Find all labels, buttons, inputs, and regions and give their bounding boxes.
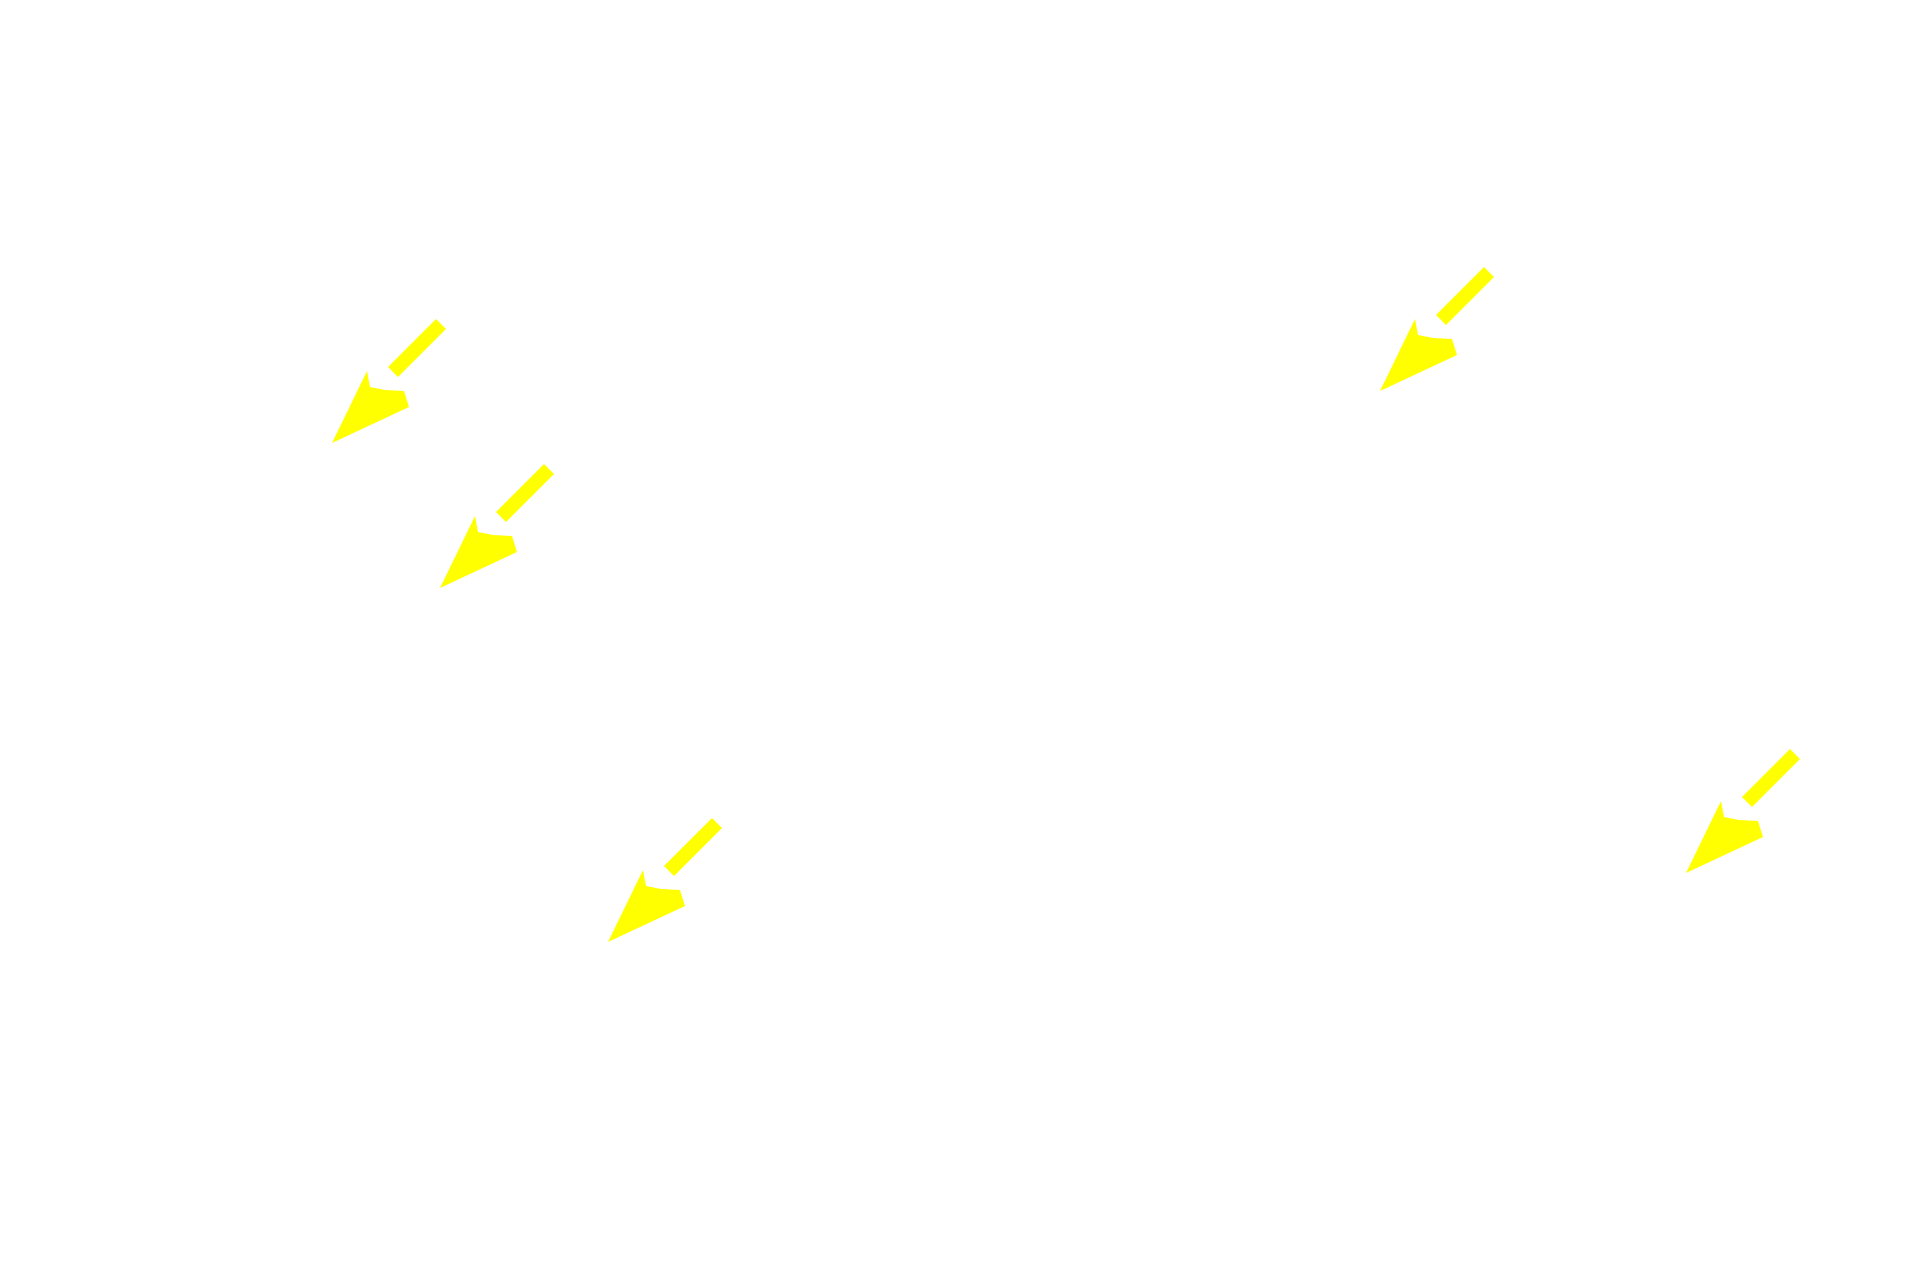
arrow-1	[332, 319, 446, 443]
arrow-2	[440, 464, 554, 588]
arrow-5	[1686, 749, 1800, 873]
arrow-4	[1380, 267, 1494, 391]
arrow-3	[608, 818, 722, 942]
